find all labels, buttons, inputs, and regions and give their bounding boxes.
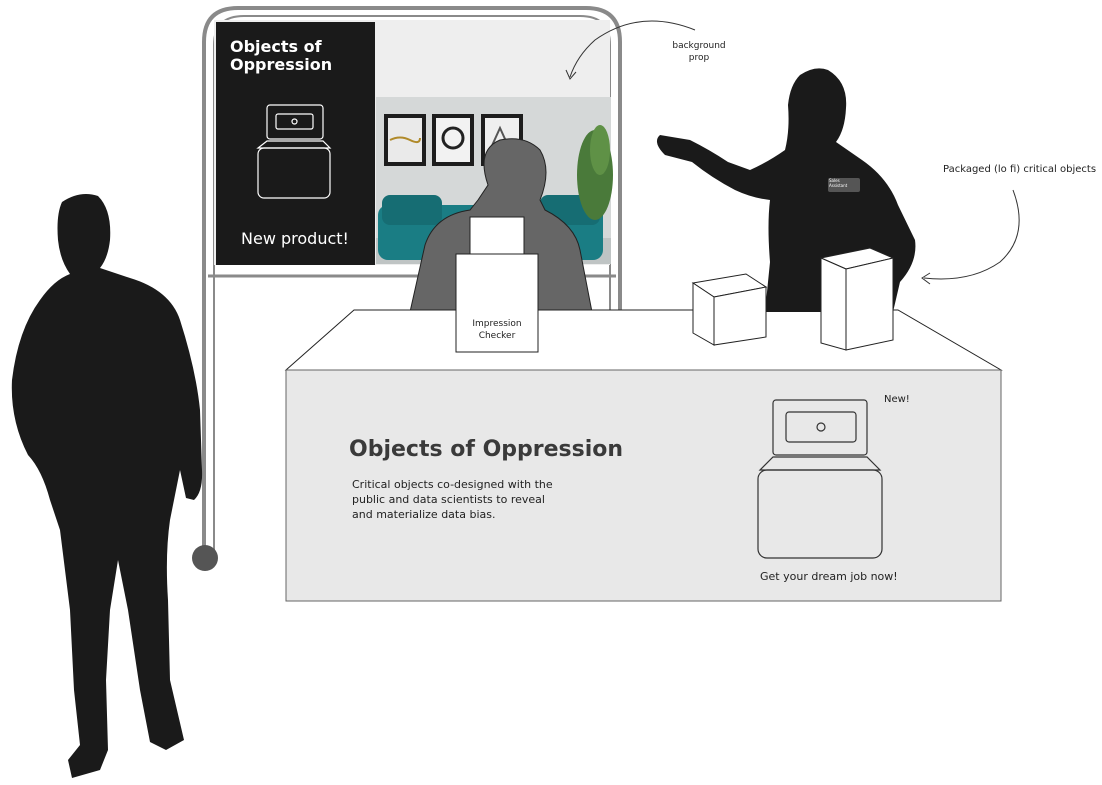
name-badge-label: Sales Assistant (829, 178, 859, 188)
annotation-arrow-background (565, 20, 696, 80)
annotation-arrow-packaged (921, 189, 1020, 285)
counter-cta: Get your dream job now! (760, 570, 898, 583)
sign-title-line: Oppression (230, 55, 333, 74)
packaged-box-small (691, 273, 768, 346)
walking-man-silhouette (11, 194, 203, 778)
sign-title: Objects of Oppression (230, 38, 332, 74)
sign-device-icon (256, 104, 332, 199)
impression-checker-box (455, 216, 539, 353)
impression-label-line: Checker (478, 331, 516, 341)
counter-description: Critical objects co-designed with the pu… (352, 478, 553, 521)
annotation-line: prop (688, 53, 710, 63)
counter-title: Objects of Oppression (349, 437, 624, 462)
name-badge (828, 178, 860, 192)
badge-line: Assistant (829, 183, 848, 188)
packaged-box-tall (819, 247, 895, 351)
sign-panel (216, 22, 375, 265)
counter-new-label: New! (884, 394, 910, 405)
impression-checker-label: Impression Checker (456, 318, 538, 342)
sign-subtitle: New product! (241, 229, 349, 248)
annotation-packaged-objects: Packaged (lo fi) critical objects (943, 164, 1097, 175)
impression-label-line: Impression (472, 319, 522, 329)
annotation-line: background (672, 41, 726, 51)
sign-title-line: Objects of (230, 37, 322, 56)
counter-device-icon (757, 399, 883, 559)
prop-base-foot (192, 545, 218, 571)
badge-line: Sales (829, 178, 840, 183)
sales-assistant-silhouette (656, 68, 916, 312)
annotation-background-prop: background prop (655, 40, 743, 64)
